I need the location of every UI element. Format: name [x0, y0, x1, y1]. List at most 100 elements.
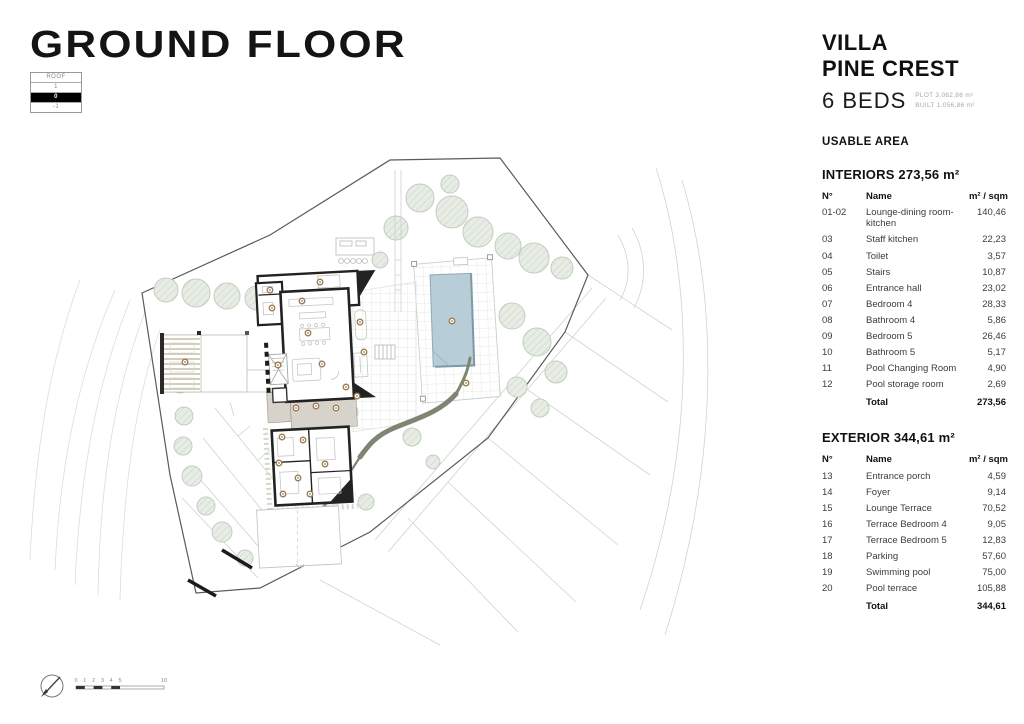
villa-name-line2: PINE CREST — [822, 56, 960, 82]
floor-selector-roof[interactable]: ROOF — [31, 73, 81, 83]
row-number: 15 — [822, 502, 833, 514]
built-value: BUILT 1.056,86 m² — [915, 102, 975, 110]
row-value: 75,00 — [982, 567, 1006, 579]
building-footprint — [254, 269, 377, 514]
row-value: 28,33 — [982, 298, 1006, 310]
svg-text:5: 5 — [118, 678, 121, 684]
access-path — [394, 170, 402, 312]
row-value: 9,14 — [987, 486, 1007, 498]
table-row: 16 Terrace Bedroom 4 9,05 — [822, 517, 1008, 533]
row-name: Swimming pool — [866, 567, 931, 579]
plot-built-info: PLOT 3.082,86 m² BUILT 1.056,86 m² — [915, 91, 974, 111]
col-value: m² / sqm — [968, 453, 1008, 465]
svg-text:4: 4 — [110, 678, 113, 684]
row-name: Pool terrace — [866, 583, 918, 595]
floor-selector: ROOF 1 0 -1 — [30, 72, 82, 113]
row-number: 07 — [822, 298, 833, 310]
svg-text:1: 1 — [83, 678, 86, 684]
north-arrow-icon — [40, 674, 64, 698]
row-number: 13 — [822, 470, 833, 482]
row-number: 01-02 — [822, 207, 847, 219]
total-label: Total — [866, 396, 888, 408]
row-value: 105,88 — [976, 583, 1006, 595]
row-number: 20 — [822, 583, 833, 595]
total-value: 344,61 — [976, 600, 1006, 612]
table-row: 20 Pool terrace 105,88 — [822, 582, 1008, 598]
row-name: Pool Changing Room — [866, 363, 957, 375]
row-number: 14 — [822, 486, 833, 498]
main-block — [264, 287, 377, 404]
row-name: Terrace Bedroom 4 — [866, 518, 947, 530]
villa-name-line1: VILLA — [822, 30, 889, 55]
site-plan — [20, 140, 710, 650]
row-name: Toilet — [866, 250, 889, 262]
row-name: Foyer — [866, 486, 891, 498]
row-number: 09 — [822, 331, 833, 343]
row-value: 5,86 — [987, 314, 1007, 326]
row-name: Entrance porch — [866, 470, 931, 482]
row-number: 05 — [822, 266, 833, 278]
row-number: 04 — [822, 250, 833, 262]
floor-selector-minus1[interactable]: -1 — [52, 104, 60, 110]
exterior-header: N° Name m² / sqm — [822, 454, 1008, 469]
scale-bar: 0 1 2 3 4 5 10 — [74, 678, 167, 690]
svg-text:0: 0 — [74, 678, 77, 684]
row-value: 22,23 — [982, 234, 1006, 246]
row-name: Lounge Terrace — [866, 502, 932, 514]
row-name: Pool storage room — [866, 379, 944, 391]
table-row: 06 Entrance hall 23,02 — [822, 281, 1008, 297]
row-name: Parking — [866, 551, 899, 563]
row-name: Entrance hall — [866, 282, 922, 294]
table-row: 05 Stairs 10,87 — [822, 265, 1008, 281]
total-label: Total — [866, 600, 888, 612]
row-value: 3,57 — [987, 250, 1007, 262]
row-number: 10 — [822, 347, 833, 359]
interiors-header: N° Name m² / sqm — [822, 191, 1008, 206]
row-number: 08 — [822, 314, 833, 326]
row-number: 11 — [822, 363, 832, 375]
row-name: Bedroom 4 — [866, 298, 913, 310]
row-number: 17 — [822, 534, 833, 546]
exterior-total-row: Total 344,61 — [822, 598, 1008, 615]
col-name: Name — [866, 453, 892, 465]
row-name: Bathroom 5 — [866, 347, 916, 359]
row-value: 9,05 — [987, 518, 1007, 530]
room-markers — [181, 278, 470, 498]
site-plan-drawing — [29, 157, 709, 646]
steps — [374, 344, 396, 360]
interiors-total-row: Total 273,56 — [822, 394, 1008, 411]
info-sidebar: VILLA PINE CREST 6 BEDS PLOT 3.082,86 m²… — [822, 30, 1008, 615]
table-row: 07 Bedroom 4 28,33 — [822, 297, 1008, 313]
pool-terrace — [411, 254, 501, 404]
row-value: 57,60 — [982, 551, 1006, 563]
row-number: 12 — [822, 379, 833, 391]
table-row: 04 Toilet 3,57 — [822, 249, 1008, 265]
row-name: Terrace Bedroom 5 — [866, 534, 947, 546]
svg-text:3: 3 — [101, 678, 104, 684]
floor-selector-0[interactable]: 0 — [31, 93, 81, 103]
col-number: N° — [822, 453, 833, 465]
table-row: 14 Foyer 9,14 — [822, 485, 1008, 501]
col-number: N° — [822, 190, 833, 202]
row-number: 06 — [822, 282, 833, 294]
carport — [160, 331, 288, 394]
page-title: GROUND FLOOR — [30, 24, 407, 66]
row-name: Staff kitchen — [866, 234, 919, 246]
usable-area-label: USABLE AREA — [822, 135, 910, 148]
svg-text:2: 2 — [92, 678, 95, 684]
row-number: 03 — [822, 234, 833, 246]
floor-selector-1[interactable]: 1 — [31, 83, 81, 93]
row-value: 10,87 — [982, 266, 1006, 278]
row-value: 23,02 — [982, 282, 1006, 294]
row-name: Stairs — [866, 266, 891, 278]
row-number: 16 — [822, 518, 833, 530]
col-value: m² / sqm — [968, 190, 1008, 202]
